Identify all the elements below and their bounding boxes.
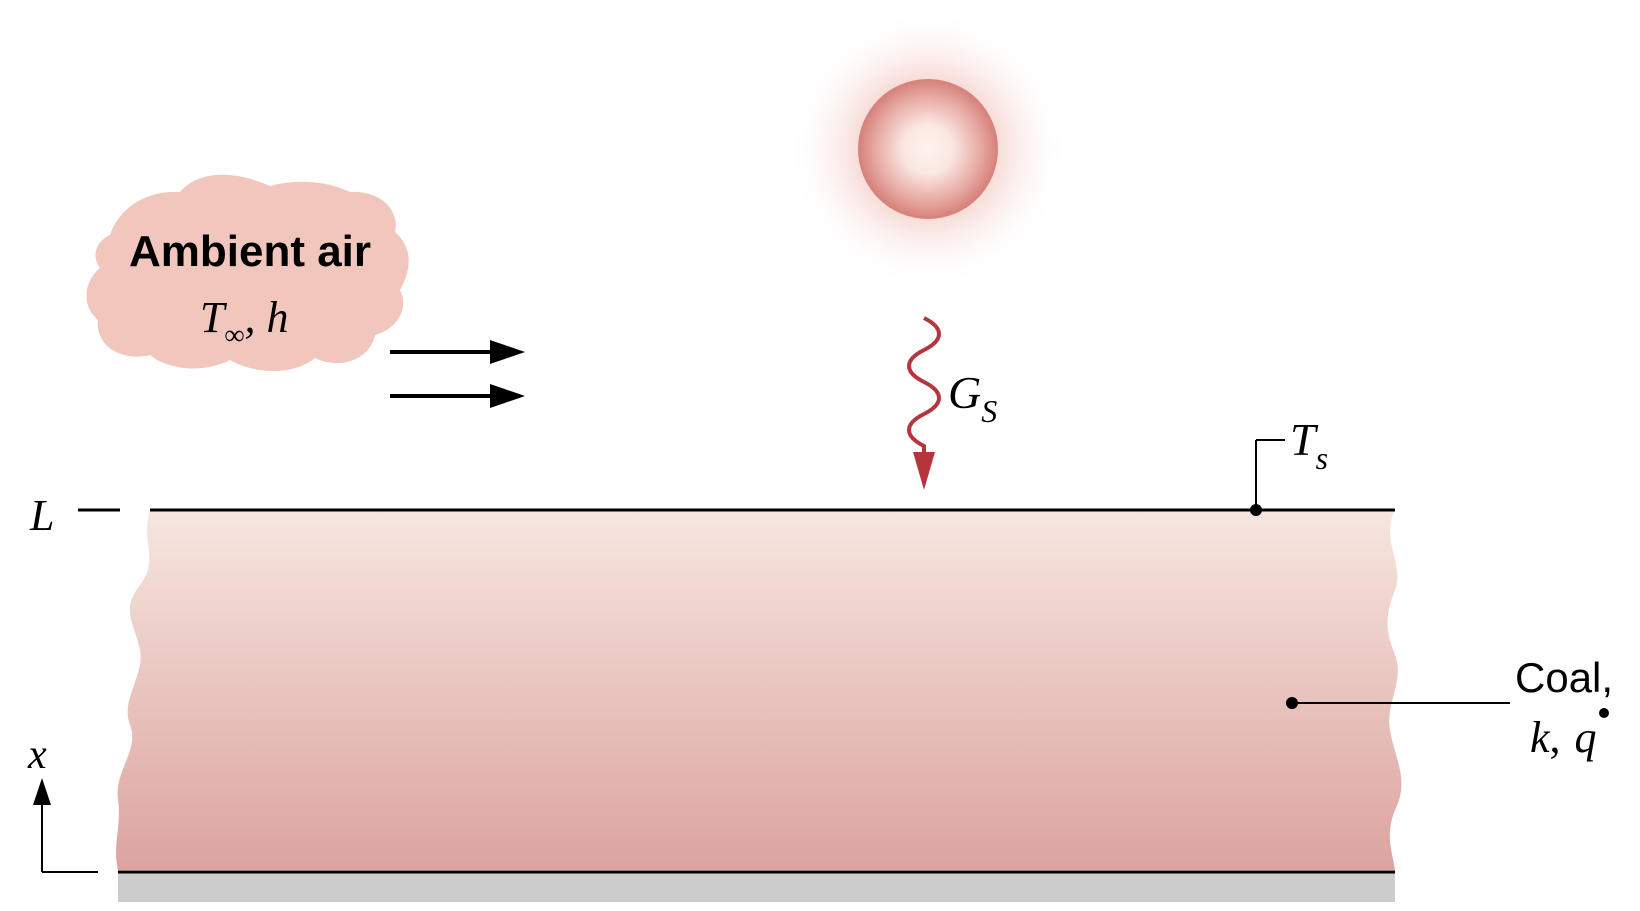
- surface-temp-label: Ts: [1290, 414, 1328, 476]
- airflow-arrow-lower: [390, 384, 525, 408]
- x-axis-arrow: [33, 778, 98, 873]
- sun-icon: [858, 79, 998, 219]
- axis-top-mark-label: L: [29, 491, 54, 540]
- coal-slab: [116, 510, 1402, 870]
- ambient-air-title: Ambient air: [129, 227, 371, 276]
- surface-temp-callout: [1250, 439, 1285, 516]
- axis-variable-label: x: [27, 732, 47, 778]
- coal-name-label: Coal,: [1515, 654, 1613, 701]
- coal-callout: [1286, 697, 1510, 709]
- radiation-arrow: [907, 316, 941, 490]
- coal-properties-label: k,q: [1530, 713, 1597, 762]
- q-dot-accent: [1599, 708, 1609, 718]
- airflow-arrow-upper: [390, 340, 525, 364]
- radiation-label: GS: [948, 367, 997, 429]
- ground-base: [118, 872, 1395, 902]
- ambient-air-cloud: [86, 174, 409, 372]
- ambient-air-variables: T∞, h: [200, 293, 288, 351]
